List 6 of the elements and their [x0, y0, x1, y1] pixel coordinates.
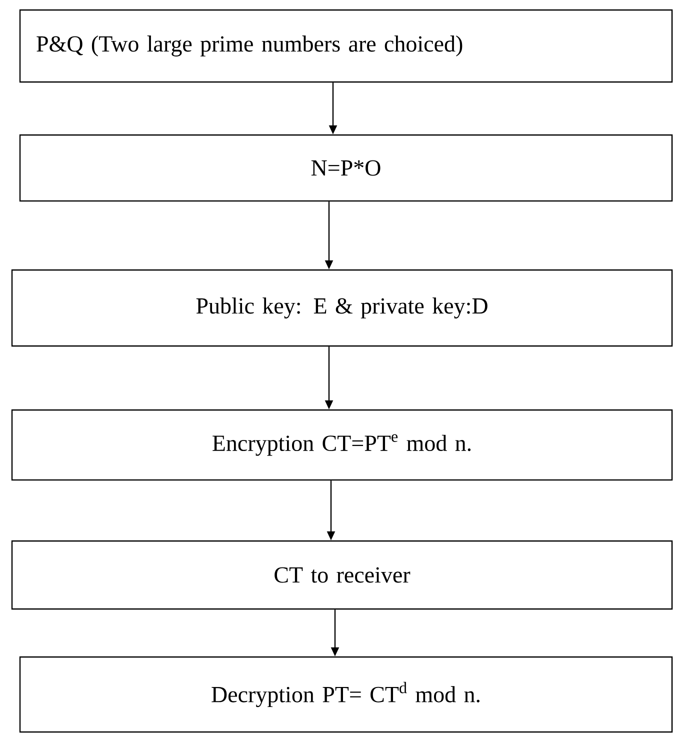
process-box: Decryption PT= CT$^{d}$ mod n.	[19, 656, 673, 733]
process-box: Encryption CT=PT$^{e}$ mod n.	[11, 409, 673, 481]
process-box: P&Q (Two large prime numbers are choiced)	[19, 9, 673, 83]
process-box: Public key: E & private key:D	[11, 269, 673, 347]
process-box: CT to receiver	[11, 540, 673, 610]
process-box: N=P*O	[19, 134, 673, 202]
